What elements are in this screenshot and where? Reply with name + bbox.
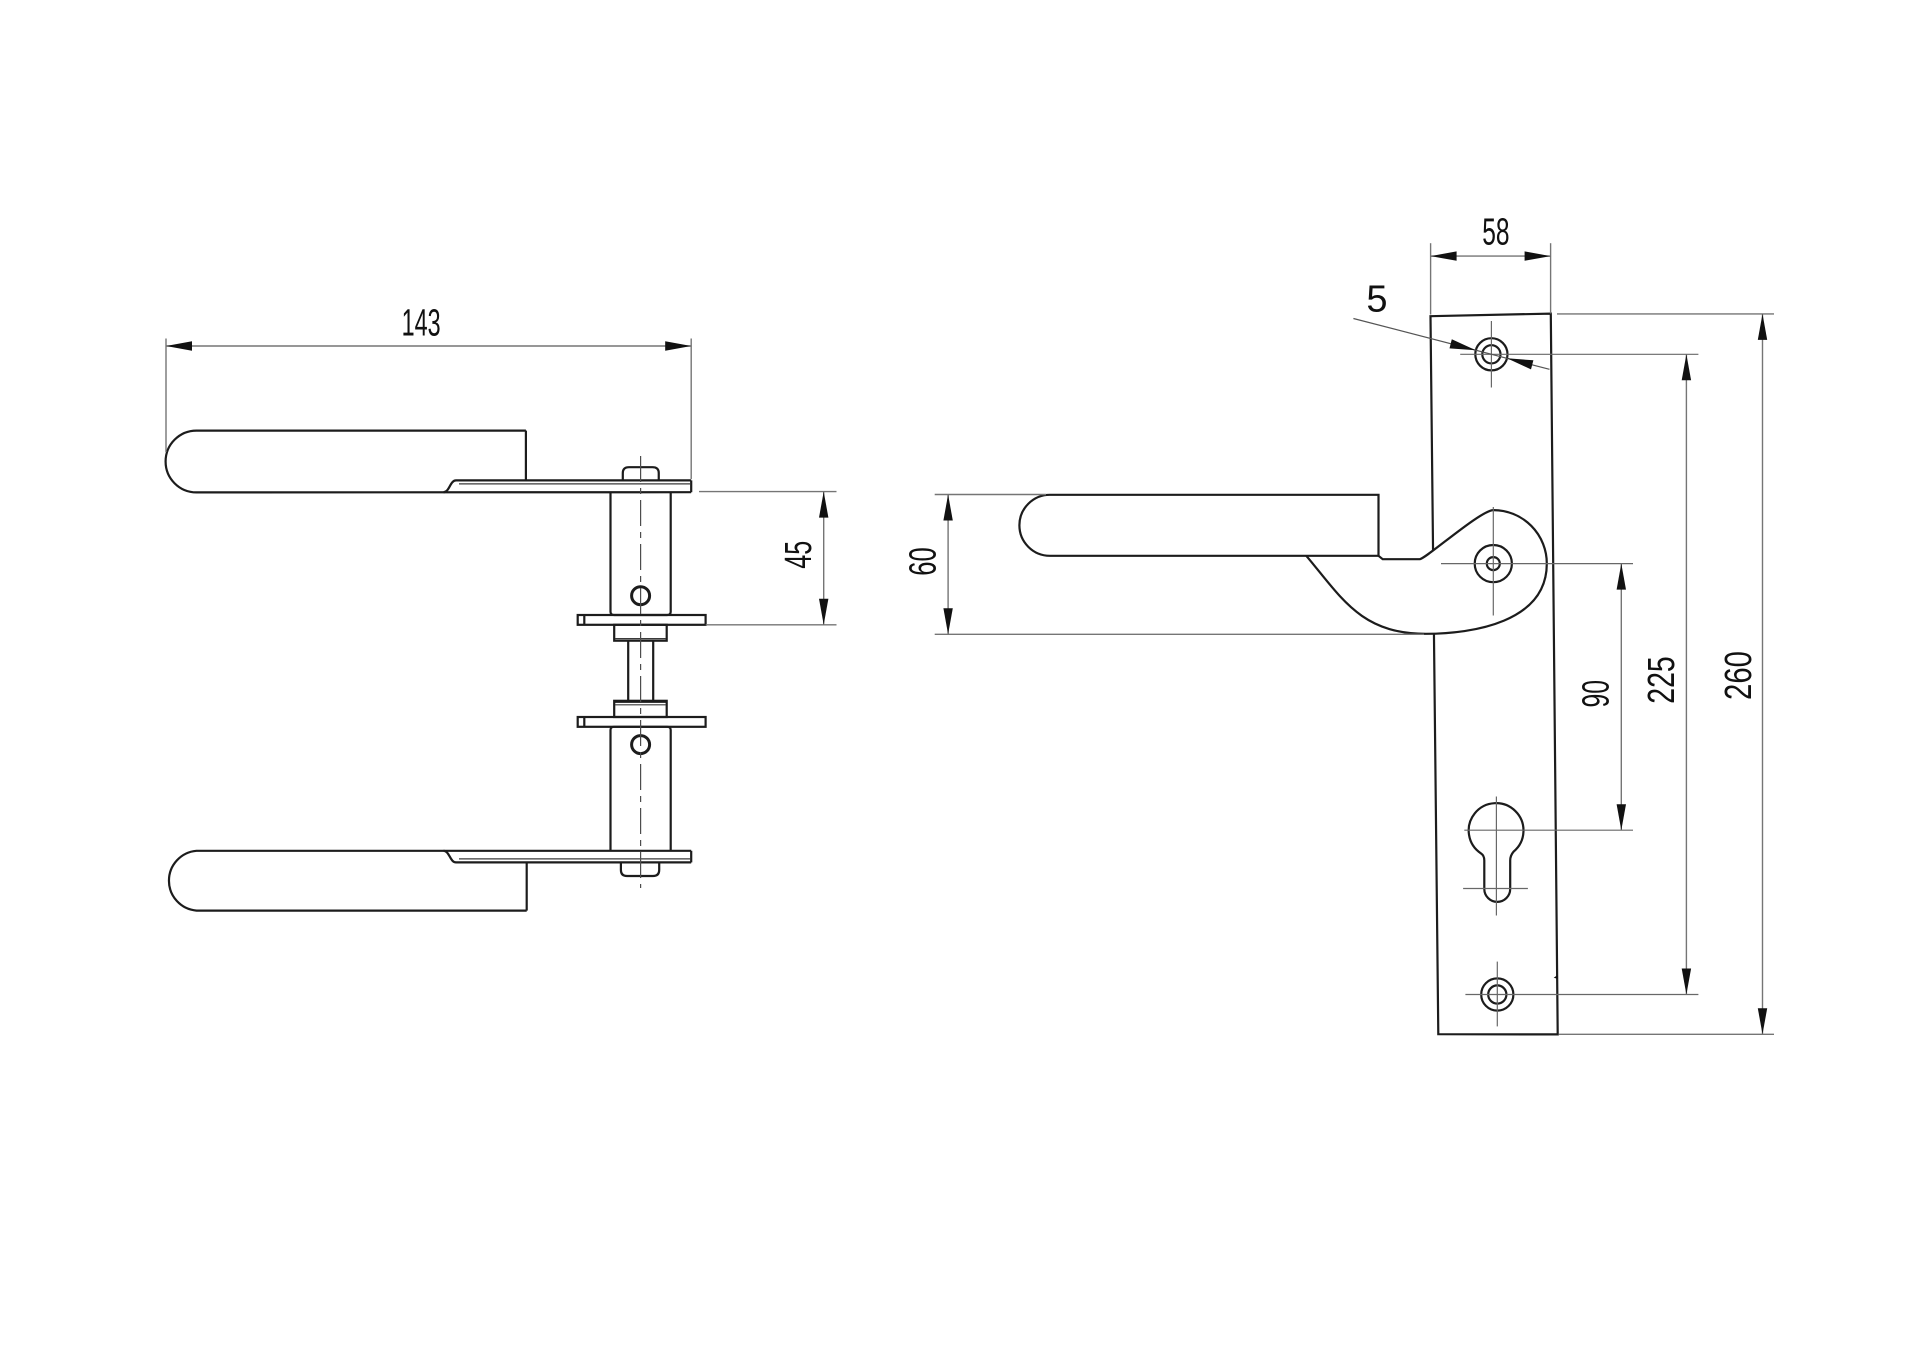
svg-text:60: 60 (902, 547, 944, 575)
svg-text:45: 45 (778, 541, 820, 569)
svg-text:58: 58 (1482, 212, 1509, 254)
svg-text:143: 143 (402, 302, 441, 344)
svg-text:260: 260 (1718, 651, 1760, 700)
svg-text:225: 225 (1641, 656, 1683, 704)
svg-text:90: 90 (1576, 680, 1618, 708)
svg-text:5: 5 (1366, 279, 1387, 321)
